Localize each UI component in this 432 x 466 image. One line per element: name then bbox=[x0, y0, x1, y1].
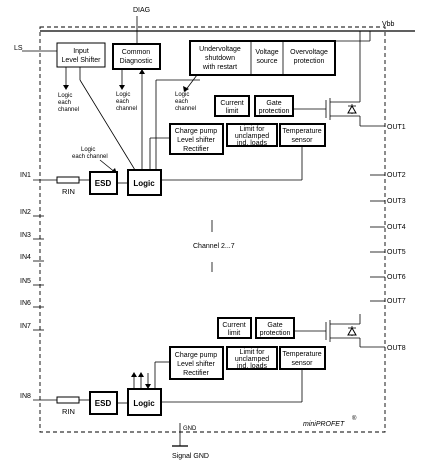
gate-protection-block-1 bbox=[254, 95, 294, 117]
logic-each-channel-3-l3: channel bbox=[175, 106, 196, 112]
undervoltage-line3: with restart bbox=[202, 64, 237, 71]
current-limit-1-l2: limit bbox=[226, 108, 238, 115]
undervoltage-line1: Undervoltage bbox=[199, 46, 241, 53]
current-limit-8-l1: Current bbox=[222, 322, 245, 329]
pin-vbb: Vbb bbox=[382, 21, 395, 28]
limit-unclamped-block-1 bbox=[226, 123, 278, 147]
pin-ls: LS bbox=[14, 45, 23, 52]
limit-unclamped-1-l3: ind. loads bbox=[237, 140, 267, 147]
temperature-sensor-8-l2: sensor bbox=[291, 360, 313, 367]
pin-out3: OUT3 bbox=[387, 198, 406, 205]
pin-in7: IN7 bbox=[20, 323, 31, 330]
logic-each-channel-3-l2: each bbox=[175, 99, 188, 105]
current-limit-block-8 bbox=[217, 317, 252, 339]
logic-each-channel-2-l1: Logic bbox=[116, 92, 130, 98]
charge-pump-block-1 bbox=[169, 123, 224, 155]
temperature-sensor-1-l2: sensor bbox=[291, 137, 313, 144]
channel-range-label: Channel 2...7 bbox=[193, 243, 235, 250]
limit-unclamped-8-l1: Limit for bbox=[240, 349, 266, 356]
logic-each-channel-3-l1: Logic bbox=[175, 92, 189, 98]
charge-pump-1-l3: Rectifier bbox=[183, 146, 209, 153]
gate-protection-1-l2: protection bbox=[259, 108, 290, 115]
pin-out4: OUT4 bbox=[387, 224, 406, 231]
logic-8-label: Logic bbox=[133, 399, 155, 408]
limit-unclamped-8-l3: ind. loads bbox=[237, 363, 267, 370]
esd-8-label: ESD bbox=[95, 399, 112, 408]
voltage-source-line1: Voltage bbox=[255, 49, 278, 56]
logic-each-channel-2-l2: each bbox=[116, 99, 129, 105]
pin-in8: IN8 bbox=[20, 393, 31, 400]
esd-1-label: ESD bbox=[95, 179, 112, 188]
limit-unclamped-1-l1: Limit for bbox=[240, 126, 266, 133]
logic-1-label: Logic bbox=[133, 179, 155, 188]
logic-each-channel-in1-l2: each channel bbox=[72, 154, 108, 160]
logic-each-channel-2-l3: channel bbox=[116, 106, 137, 112]
pin-out2: OUT2 bbox=[387, 172, 406, 179]
pin-out6: OUT6 bbox=[387, 274, 406, 281]
pin-out8: OUT8 bbox=[387, 345, 406, 352]
logic-each-channel-1-l1: Logic bbox=[58, 93, 72, 99]
temperature-sensor-block-1 bbox=[279, 123, 326, 147]
signal-gnd-label: Signal GND bbox=[172, 453, 209, 460]
chip-outline bbox=[39, 26, 386, 433]
common-diagnostic-line2: Diagnostic bbox=[120, 58, 153, 65]
gate-protection-block-8 bbox=[255, 317, 295, 339]
current-limit-block-1 bbox=[214, 95, 250, 117]
pin-diag: DIAG bbox=[133, 7, 150, 14]
temperature-sensor-block-8 bbox=[279, 346, 326, 370]
pin-in6: IN6 bbox=[20, 300, 31, 307]
temperature-sensor-8-l1: Temperature bbox=[282, 351, 321, 358]
overvoltage-line2: protection bbox=[294, 58, 325, 65]
pin-out5: OUT5 bbox=[387, 249, 406, 256]
common-diagnostic-line1: Common bbox=[122, 49, 151, 56]
charge-pump-block-8 bbox=[169, 346, 224, 380]
limit-unclamped-8-l2: unclamped bbox=[235, 356, 269, 363]
pin-out7: OUT7 bbox=[387, 298, 406, 305]
gate-protection-1-l1: Gate bbox=[266, 100, 281, 107]
registered-mark: ® bbox=[352, 415, 357, 422]
limit-unclamped-block-8 bbox=[226, 346, 278, 370]
input-level-shifter-line1: Input bbox=[73, 48, 89, 55]
pin-in2: IN2 bbox=[20, 209, 31, 216]
undervoltage-line2: shutdown bbox=[205, 55, 235, 62]
brand-label: miniPROFET bbox=[303, 421, 345, 428]
charge-pump-8-l1: Charge pump bbox=[175, 352, 218, 359]
undervoltage-block bbox=[189, 40, 336, 76]
gate-protection-8-l2: protection bbox=[260, 330, 291, 337]
logic-each-channel-1-l2: each bbox=[58, 100, 71, 106]
rin-label-1: RIN bbox=[62, 187, 75, 196]
voltage-source-line2: source bbox=[256, 58, 277, 65]
charge-pump-8-l2: Level shifter bbox=[177, 361, 215, 368]
logic-each-channel-in1-l1: Logic bbox=[81, 147, 95, 153]
input-level-shifter-block bbox=[56, 42, 106, 68]
pin-gnd: GND bbox=[183, 426, 197, 432]
current-limit-8-l2: limit bbox=[228, 330, 240, 337]
pin-in5: IN5 bbox=[20, 278, 31, 285]
pin-in1: IN1 bbox=[20, 172, 31, 179]
input-level-shifter-line2: Level Shifter bbox=[62, 57, 102, 64]
logic-block-1 bbox=[127, 169, 162, 196]
logic-block-8 bbox=[127, 388, 162, 416]
pin-in4: IN4 bbox=[20, 254, 31, 261]
mosfet-8 bbox=[294, 314, 361, 347]
logic-each-channel-1-l3: channel bbox=[58, 107, 79, 113]
pin-out1: OUT1 bbox=[387, 124, 406, 131]
overvoltage-line1: Overvoltage bbox=[290, 49, 328, 56]
temperature-sensor-1-l1: Temperature bbox=[282, 128, 321, 135]
limit-unclamped-1-l2: unclamped bbox=[235, 133, 269, 140]
charge-pump-1-l1: Charge pump bbox=[175, 128, 218, 135]
mosfet-1 bbox=[293, 31, 361, 126]
gate-protection-8-l1: Gate bbox=[267, 322, 282, 329]
charge-pump-1-l2: Level shifter bbox=[177, 137, 215, 144]
rin-resistor-8 bbox=[56, 396, 80, 404]
current-limit-1-l1: Current bbox=[220, 100, 243, 107]
rin-resistor-1 bbox=[56, 176, 80, 184]
charge-pump-8-l3: Rectifier bbox=[183, 370, 209, 377]
rin-label-8: RIN bbox=[62, 407, 75, 416]
pin-in3: IN3 bbox=[20, 232, 31, 239]
common-diagnostic-block bbox=[112, 43, 161, 70]
